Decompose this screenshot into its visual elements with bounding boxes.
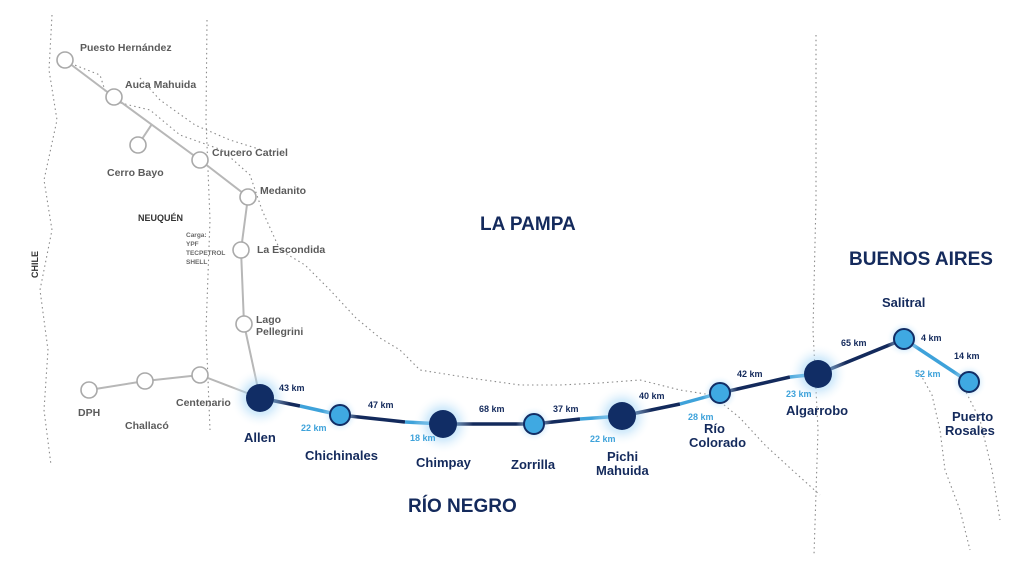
border-buenos-aires-west: [812, 35, 819, 556]
main-stations: [246, 328, 980, 438]
label-salitral: Salitral: [882, 295, 925, 310]
border-neuquen-west: [205, 19, 211, 431]
label-rio-colorado-line1: Río: [704, 421, 725, 436]
distance-43: 43 km: [279, 383, 305, 393]
label-puerto-rosales-line1: Puerto: [952, 409, 993, 424]
gray-line-west: [88, 373, 261, 399]
label-puerto-rosales-line2: Rosales: [945, 423, 995, 438]
station-zorrilla-marker[interactable]: [523, 413, 545, 435]
station-allen-marker[interactable]: [246, 384, 274, 412]
distance-52: 52 km: [915, 369, 941, 379]
distance-14: 14 km: [954, 351, 980, 361]
cargo-note-line1: Carga:: [186, 232, 207, 239]
distance-22-b: 22 km: [590, 434, 616, 444]
station-salitral-marker[interactable]: [893, 328, 915, 350]
node-puesto-hernandez[interactable]: [56, 51, 74, 69]
node-cerro-bayo[interactable]: [129, 136, 147, 154]
border-chile-argentina: [39, 14, 58, 466]
region-la-pampa: LA PAMPA: [480, 214, 576, 235]
label-chimpay: Chimpay: [416, 455, 472, 470]
label-zorrilla: Zorrilla: [511, 457, 556, 472]
station-pichi-mahuida-marker[interactable]: [608, 402, 636, 430]
region-rio-negro: RÍO NEGRO: [408, 495, 517, 517]
distance-65: 65 km: [841, 338, 867, 348]
node-crucero-catriel[interactable]: [191, 151, 209, 169]
border-neuquen-rio-negro: [139, 77, 263, 151]
label-challaco: Challacó: [125, 420, 169, 432]
distance-42: 42 km: [737, 369, 763, 379]
node-la-escondida[interactable]: [232, 241, 250, 259]
node-medanito[interactable]: [239, 188, 257, 206]
cargo-note-line2: YPF: [186, 241, 199, 248]
station-rio-colorado-marker[interactable]: [709, 382, 731, 404]
border-coast-1: [917, 369, 971, 551]
label-centenario: Centenario: [176, 397, 231, 409]
border-coast-2: [959, 379, 1001, 521]
region-labels: LA PAMPA BUENOS AIRES RÍO NEGRO NEUQUÉN …: [30, 213, 993, 517]
label-pichi-mahuida-line1: Pichi: [607, 449, 638, 464]
distance-18: 18 km: [410, 433, 436, 443]
label-la-escondida: La Escondida: [257, 244, 325, 256]
station-algarrobo-marker[interactable]: [804, 360, 832, 388]
label-allen: Allen: [244, 430, 276, 445]
region-neuquen: NEUQUÉN: [138, 213, 183, 223]
distance-4: 4 km: [921, 333, 942, 343]
distance-47: 47 km: [368, 400, 394, 410]
label-dph: DPH: [78, 407, 100, 419]
label-puesto-hernandez: Puesto Hernández: [80, 42, 172, 54]
label-lago-pellegrini-line2: Pellegrini: [256, 326, 303, 338]
node-dph[interactable]: [80, 381, 98, 399]
distance-37: 37 km: [553, 404, 579, 414]
node-lago-pellegrini[interactable]: [235, 315, 253, 333]
node-centenario[interactable]: [191, 366, 209, 384]
borders: [39, 14, 1001, 556]
cargo-note-line3: TECPETROL: [186, 250, 225, 257]
node-auca-mahuida[interactable]: [105, 88, 123, 106]
region-buenos-aires: BUENOS AIRES: [849, 249, 993, 270]
station-puerto-rosales-marker[interactable]: [958, 371, 980, 393]
gray-station-labels: Puesto Hernández Auca Mahuida Cerro Bayo…: [78, 42, 325, 432]
label-rio-colorado-line2: Colorado: [689, 435, 746, 450]
label-crucero-catriel: Crucero Catriel: [212, 147, 288, 159]
distance-28: 28 km: [688, 412, 714, 422]
cargo-note-line4: SHELL: [186, 259, 207, 266]
region-chile: CHILE: [30, 251, 40, 278]
label-lago-pellegrini-line1: Lago: [256, 314, 281, 326]
existing-network: [56, 51, 261, 399]
label-pichi-mahuida-line2: Mahuida: [596, 463, 649, 478]
distance-22-a: 22 km: [301, 423, 327, 433]
station-chichinales-marker[interactable]: [329, 404, 351, 426]
distance-68: 68 km: [479, 404, 505, 414]
label-algarrobo: Algarrobo: [786, 403, 848, 418]
node-challaco[interactable]: [136, 372, 154, 390]
label-auca-mahuida: Auca Mahuida: [125, 79, 196, 91]
station-labels: Allen Chichinales Chimpay Zorrilla Pichi…: [244, 295, 995, 478]
distance-23: 23 km: [786, 389, 812, 399]
label-chichinales: Chichinales: [305, 448, 378, 463]
distance-labels: 43 km 22 km 47 km 18 km 68 km 37 km 22 k…: [279, 333, 980, 444]
label-medanito: Medanito: [260, 185, 306, 197]
gray-line-north: [64, 59, 261, 399]
distance-40: 40 km: [639, 391, 665, 401]
station-chimpay-marker[interactable]: [429, 410, 457, 438]
label-cerro-bayo: Cerro Bayo: [107, 167, 164, 179]
